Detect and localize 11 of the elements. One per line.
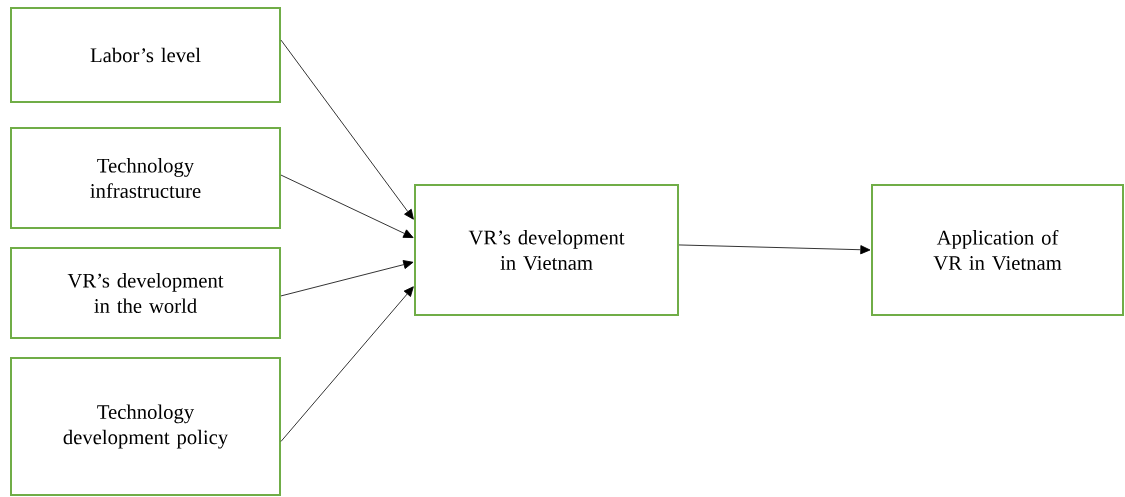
text-box: Technology development policy bbox=[10, 357, 281, 496]
text-box: Application of VR in Vietnam bbox=[871, 184, 1124, 316]
arrow bbox=[280, 174, 414, 238]
arrow bbox=[678, 244, 871, 255]
arrow bbox=[280, 39, 414, 220]
text-box: VR’s development in Vietnam bbox=[414, 184, 679, 316]
arrow bbox=[280, 286, 414, 442]
text-box: VR’s development in the world bbox=[10, 247, 281, 339]
text-box: Labor’s level bbox=[10, 7, 281, 103]
text-box: Technology infrastructure bbox=[10, 127, 281, 229]
arrow bbox=[280, 260, 414, 297]
